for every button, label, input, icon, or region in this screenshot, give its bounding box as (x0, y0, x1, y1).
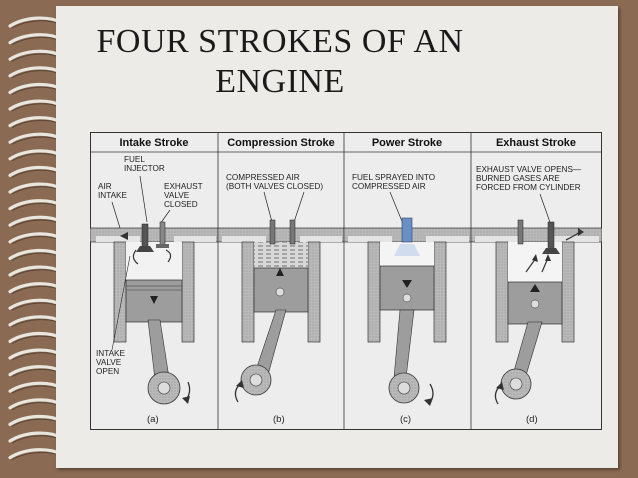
panel-intake: FUEL INJECTOR AIR INTAKE EXHAUST VALVE C… (90, 155, 219, 425)
panel-power: FUEL SPRAYED INTO COMPRESSED AIR (c) (343, 173, 472, 425)
panel-compression: COMPRESSED AIR (BOTH VALVES CLOSED) (b) (217, 173, 345, 425)
label-exhaust-valve-opens: EXHAUST VALVE OPENS— (476, 165, 582, 174)
panel-exhaust: EXHAUST VALVE OPENS— BURNED GASES ARE FO… (470, 165, 602, 425)
label-injector: INJECTOR (124, 164, 165, 173)
header-power: Power Stroke (372, 137, 442, 149)
label-intake: INTAKE (98, 191, 128, 200)
label-air: AIR (98, 182, 112, 191)
label-closed: CLOSED (164, 200, 198, 209)
header-exhaust: Exhaust Stroke (496, 137, 576, 149)
label-valve-2: VALVE (96, 358, 122, 367)
title-line-1: FOUR STROKES OF AN (96, 23, 464, 60)
label-open: OPEN (96, 367, 119, 376)
slide-title: FOUR STROKES OF AN ENGINE (70, 22, 490, 102)
caption-d: (d) (526, 414, 538, 425)
header-compression: Compression Stroke (227, 137, 335, 149)
label-exhaust: EXHAUST (164, 182, 203, 191)
label-compressed-air-2: COMPRESSED AIR (352, 182, 426, 191)
caption-c: (c) (400, 414, 411, 425)
label-intake-2: INTAKE (96, 349, 126, 358)
label-both-valves-closed: (BOTH VALVES CLOSED) (226, 182, 323, 191)
label-forced-from-cylinder: FORCED FROM CYLINDER (476, 183, 581, 192)
label-fuel-sprayed: FUEL SPRAYED INTO (352, 173, 435, 182)
label-fuel: FUEL (124, 155, 145, 164)
title-line-2: ENGINE (215, 63, 345, 100)
caption-b: (b) (273, 414, 285, 425)
label-compressed-air: COMPRESSED AIR (226, 173, 300, 182)
caption-a: (a) (147, 414, 159, 425)
label-valve: VALVE (164, 191, 190, 200)
header-intake: Intake Stroke (119, 137, 188, 149)
engine-strokes-diagram: Intake Stroke Compression Stroke Power S… (90, 132, 602, 430)
label-burned-gases: BURNED GASES ARE (476, 174, 560, 183)
